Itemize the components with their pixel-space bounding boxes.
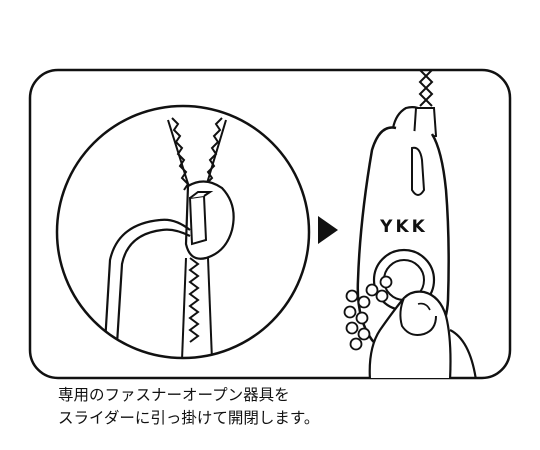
closeup-detail: [57, 106, 309, 360]
zipper-illustration: YKK: [0, 0, 540, 380]
caption-line-1: 専用のファスナーオープン器具を: [58, 384, 518, 407]
brand-mark: YKK: [379, 217, 428, 237]
caption: 専用のファスナーオープン器具を スライダーに引っ掛けて開閉します。: [58, 384, 518, 430]
caption-line-2: スライダーに引っ掛けて開閉します。: [58, 407, 518, 430]
